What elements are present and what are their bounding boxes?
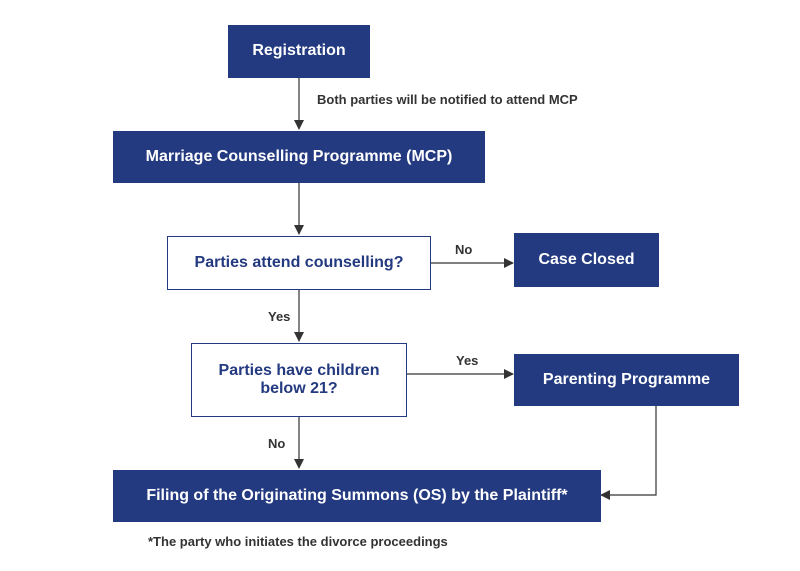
node-registration: Registration [228, 25, 370, 78]
footnote: *The party who initiates the divorce pro… [148, 534, 448, 549]
node-case-closed: Case Closed [514, 233, 659, 287]
decision-children-line2: below 21? [260, 380, 338, 397]
node-mcp-label: Marriage Counselling Programme (MCP) [145, 147, 453, 165]
arrow-parenting-to-filing [600, 406, 657, 500]
decision-children-below-21: Parties have children below 21? [191, 343, 407, 417]
edge-label-children-yes: Yes [456, 353, 479, 368]
node-registration-label: Registration [252, 42, 346, 60]
node-case-closed-label: Case Closed [538, 250, 635, 268]
decision-attend-counselling-label: Parties attend counselling? [194, 253, 404, 271]
node-mcp: Marriage Counselling Programme (MCP) [113, 131, 485, 183]
decision-children-line1: Parties have children [218, 361, 380, 379]
node-parenting-programme: Parenting Programme [514, 354, 739, 406]
node-filing-os: Filing of the Originating Summons (OS) b… [113, 470, 601, 522]
edge-label-children-no: No [268, 436, 286, 451]
node-filing-os-label: Filing of the Originating Summons (OS) b… [146, 486, 568, 504]
edge-label-attend-no: No [455, 242, 473, 257]
edge-label-attend-yes: Yes [268, 309, 291, 324]
node-parenting-programme-label: Parenting Programme [542, 370, 711, 388]
edge-label-registration-to-mcp: Both parties will be notified to attend … [317, 92, 578, 107]
decision-attend-counselling: Parties attend counselling? [167, 236, 431, 290]
